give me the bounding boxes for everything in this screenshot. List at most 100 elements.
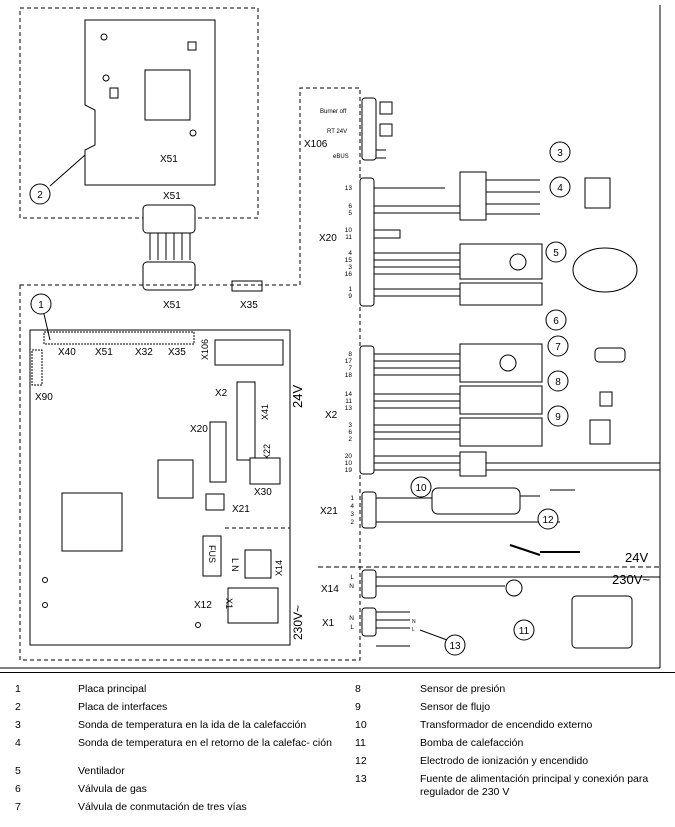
pressure-sensor-block xyxy=(459,385,543,415)
connector-x106-board: X106 xyxy=(200,339,210,360)
x21-board-header xyxy=(205,493,225,511)
terminal-n-label: N xyxy=(412,619,416,625)
x2-pin-5: 11 xyxy=(345,398,352,405)
x2-pin-10: 20 xyxy=(345,453,353,460)
fan-block xyxy=(459,243,543,280)
x51-cable xyxy=(149,233,191,260)
marker-2 xyxy=(29,183,51,205)
burner-off-bridge xyxy=(379,101,393,115)
ln-label: L N xyxy=(230,558,240,572)
board-headers xyxy=(43,331,195,345)
ignition-electrode-image xyxy=(509,544,580,556)
interface-led xyxy=(109,87,119,99)
x51-plug-b xyxy=(142,261,196,291)
x30-socket xyxy=(249,457,281,485)
connector-x14-board: X14 xyxy=(274,560,284,576)
fuse-label: FUS xyxy=(207,545,217,563)
x1-wires xyxy=(376,611,410,647)
marker-13-label: 13 xyxy=(449,641,461,652)
x2-extra-block xyxy=(459,451,487,477)
x20-pin-1: 6 xyxy=(348,203,352,210)
marker-5 xyxy=(545,241,567,263)
fuse xyxy=(202,535,222,577)
x2-pin-2: 7 xyxy=(348,365,352,372)
leader-13 xyxy=(419,629,448,641)
flow-sensor-block xyxy=(459,417,543,447)
legend-text-13: Fuente de alimentación principal y conex… xyxy=(420,773,649,798)
marker-4-label: 4 xyxy=(557,183,563,194)
legend-num-4: 4 xyxy=(15,737,21,749)
marker-12 xyxy=(537,508,559,530)
x20-pin-6: 15 xyxy=(345,257,353,264)
fan-image xyxy=(572,247,638,293)
x2-pin-11: 10 xyxy=(345,460,353,467)
x2-pin-9: 2 xyxy=(348,436,352,443)
voltage-230v-right: 230V~ xyxy=(612,572,650,587)
x21-pin-labels: 1 4 3 2 xyxy=(350,495,354,526)
marker-1-label: 1 xyxy=(38,300,44,311)
pump-image xyxy=(571,595,633,649)
legend-num-5: 5 xyxy=(15,765,21,777)
x14-wires xyxy=(376,576,660,587)
x2-pin-1: 17 xyxy=(345,358,353,365)
sensor-wires-3-4 xyxy=(486,179,540,215)
marker-2-label: 2 xyxy=(37,190,43,201)
transformer xyxy=(61,492,123,552)
marker-9 xyxy=(547,405,569,427)
voltage-24v-board: 24V xyxy=(290,385,305,408)
connector-x21: X21 xyxy=(320,506,338,517)
x2-pin-12: 19 xyxy=(345,467,353,474)
marker-8 xyxy=(547,370,569,392)
x90-header xyxy=(31,349,43,386)
legend-text-7: Válvula de conmutación de tres vías xyxy=(78,801,247,813)
x2-pin-3: 18 xyxy=(345,372,353,379)
marker-11-label: 11 xyxy=(519,626,530,637)
x21-pin-1: 4 xyxy=(350,503,354,510)
x106-connector xyxy=(361,97,377,161)
legend-num-10: 10 xyxy=(355,719,367,731)
marker-7 xyxy=(547,335,569,357)
legend-num-8: 8 xyxy=(355,683,361,695)
x21-pin-3: 2 xyxy=(350,519,354,526)
legend-text-6: Válvula de gas xyxy=(78,783,147,795)
connector-x40: X40 xyxy=(58,347,76,358)
x20-pin-4: 11 xyxy=(345,234,352,241)
marker-13 xyxy=(444,634,466,656)
marker-1 xyxy=(30,293,52,315)
x106-block xyxy=(214,339,284,366)
x35-plug xyxy=(231,280,263,292)
x1-pin-1: L xyxy=(350,624,354,631)
connector-x51-a: X51 xyxy=(163,191,181,202)
marker-6-label: 6 xyxy=(553,316,559,327)
ebus-wires xyxy=(376,149,386,159)
legend-text-9: Sensor de flujo xyxy=(420,701,491,713)
terminal-l-label: L xyxy=(412,627,415,633)
x21-wires xyxy=(376,489,575,523)
connector-x2-board: X2 xyxy=(215,388,228,399)
flow-sensor-image xyxy=(589,419,611,445)
legend-text-11: Bomba de calefacción xyxy=(420,737,524,749)
x21-pin-0: 1 xyxy=(350,495,354,502)
interface-display xyxy=(144,69,191,121)
connector-x20: X20 xyxy=(319,233,337,244)
x21-pin-2: 3 xyxy=(350,511,354,518)
marker-3-label: 3 xyxy=(557,148,563,159)
marker-4 xyxy=(549,176,571,198)
three-way-valve-block xyxy=(459,343,543,383)
x2-pin-0: 8 xyxy=(348,351,352,358)
legend-text-10: Transformador de encendido externo xyxy=(420,719,593,731)
x20-pin-9: 1 xyxy=(348,286,352,293)
x2-connector xyxy=(359,345,375,475)
connector-x1-board: X1 xyxy=(224,598,234,609)
relay-block xyxy=(157,459,194,499)
sensor-connectors-3-4 xyxy=(459,171,487,221)
marker-3 xyxy=(549,141,571,163)
leader-2 xyxy=(49,154,86,187)
fan-motor-icon xyxy=(509,253,527,271)
x14-pin-0: L xyxy=(350,574,354,581)
connector-x30: X30 xyxy=(254,487,272,498)
interface-hole-3 xyxy=(189,129,197,137)
rt24v-bridge xyxy=(379,123,393,137)
x20-pin-labels: 13 6 5 10 11 4 15 3 16 1 9 xyxy=(345,185,353,300)
leader-1 xyxy=(43,313,51,341)
